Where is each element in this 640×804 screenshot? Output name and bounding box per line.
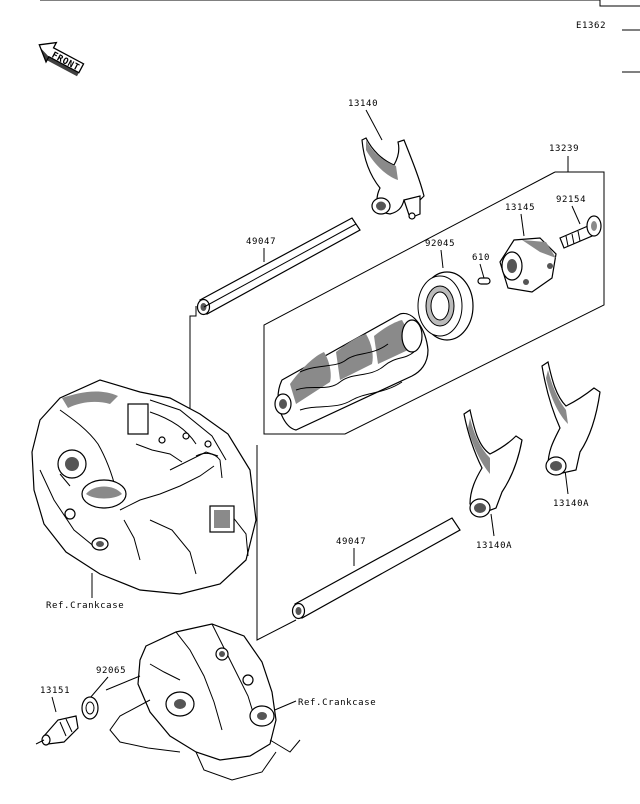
label-13239: 13239 (549, 144, 579, 154)
label-610: 610 (472, 253, 490, 263)
label-ref-crankcase-1: Ref.Crankcase (46, 601, 124, 611)
shift-fork-13140A-right (541, 361, 601, 476)
shift-rod-49047-upper (196, 217, 361, 316)
diagram-code: E1362 (576, 21, 606, 31)
pin-610 (477, 277, 491, 285)
label-49047-lower: 49047 (336, 537, 366, 547)
shift-fork-13140A-center (463, 409, 523, 518)
leader-lines (51, 109, 581, 713)
label-13145: 13145 (505, 203, 535, 213)
label-92065: 92065 (96, 666, 126, 676)
shift-fork-13140 (361, 137, 425, 220)
label-13151: 13151 (40, 686, 70, 696)
label-13140A-right: 13140A (553, 499, 589, 509)
label-13140A-center: 13140A (476, 541, 512, 551)
page-border (40, 0, 640, 73)
label-49047-upper: 49047 (246, 237, 276, 247)
label-ref-crankcase-2: Ref.Crankcase (298, 698, 376, 708)
label-92045: 92045 (425, 239, 455, 249)
front-arrow-icon: FRONT (38, 41, 85, 77)
cam-13145 (499, 237, 557, 293)
o-ring-92065 (81, 696, 99, 720)
label-13140: 13140 (348, 99, 378, 109)
bearing-92045 (417, 271, 474, 341)
shift-rod-49047-lower (291, 517, 461, 620)
crankcase-lower (105, 623, 301, 781)
switch-13151 (35, 715, 79, 746)
assembly-bracket (189, 171, 605, 641)
shift-drum (274, 312, 429, 431)
crankcase-upper (31, 379, 257, 595)
bolt-92154 (559, 215, 602, 249)
label-92154: 92154 (556, 195, 586, 205)
